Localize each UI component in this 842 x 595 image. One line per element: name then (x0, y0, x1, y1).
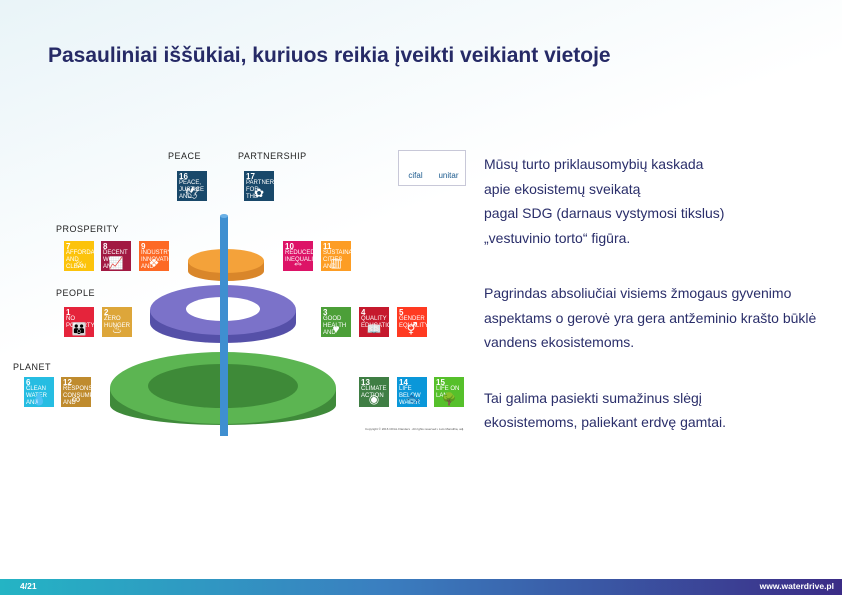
sdg-symbol-icon: 📈 (108, 256, 124, 270)
footer-bar: 4/21 www.waterdrive.pl (0, 579, 842, 595)
sdg-number: 6 (26, 378, 31, 387)
sdg-label: QUALITY EDUCATION (361, 316, 389, 329)
sdg-symbol-icon: 🌳 (441, 392, 457, 406)
sdg-number: 12 (63, 378, 72, 387)
text-line: Pagrindas absoliučiai visiems žmogaus gy… (484, 285, 792, 301)
text-line: pagal SDG (darnaus vystymosi tikslus) (484, 205, 725, 221)
text-line: vandens ekosistemoms. (484, 334, 635, 350)
unitar-logo: unitar (438, 171, 459, 180)
sdg-symbol-icon: ⚥ (406, 322, 418, 336)
text-line: „vestuvinio torto“ figūra. (484, 229, 631, 246)
sdg-label: INDUSTRY, INNOVATION AND INFRASTRUCTURE (141, 250, 169, 270)
sdg-number: 1 (66, 308, 71, 317)
sdg-label: CLIMATE ACTION (361, 386, 387, 399)
sdg-number: 10 (285, 242, 294, 251)
slide-body: Mūsų turto priklausomybių kaskada apie e… (484, 152, 824, 466)
sdg-label: SUSTAINABLE CITIES AND COMMUNITIES (323, 250, 351, 270)
sdg-symbol-icon: ◉ (368, 392, 380, 406)
sdg-symbol-icon: ⇔ (292, 256, 304, 270)
sdg-symbol-icon: 🕊 (184, 186, 200, 200)
sdg-number: 8 (103, 242, 108, 251)
cake-axis (220, 216, 228, 436)
sdg-symbol-icon: 💧 (31, 392, 47, 406)
sdg-number: 5 (399, 308, 404, 317)
sdg-label: PEACE, JUSTICE AND STRONG INSTITUTIONS (179, 180, 205, 200)
sdg-11-icon: 11SUSTAINABLE CITIES AND COMMUNITIES▥ (321, 241, 351, 271)
level-label-partnership: PARTNERSHIP (238, 151, 307, 161)
level-label-peace: PEACE (168, 151, 202, 161)
sdg-label: RESPONSIBLE CONSUMPTION AND PRODUCTION (63, 386, 91, 406)
sdg-7-icon: 7AFFORDABLE AND CLEAN ENERGY☼ (64, 241, 94, 271)
sdg-number: 15 (436, 378, 445, 387)
level-label-planet: PLANET (13, 362, 52, 372)
sdg-number: 13 (361, 378, 370, 387)
sdg-symbol-icon: ▥ (330, 256, 342, 270)
page-number: 4/21 (20, 581, 37, 591)
sdg-number: 3 (323, 308, 328, 317)
sdg-number: 2 (104, 308, 109, 317)
sdg-number: 16 (179, 172, 188, 181)
copyright-text: Copyright © 2016 CIFAL Flanders . All ri… (365, 427, 465, 431)
level-label-prosperity: PROSPERITY (56, 224, 120, 234)
sdg-label: LIFE BELOW WATER (399, 386, 421, 406)
partner-logos: cifal unitar (398, 150, 466, 186)
sdg-symbol-icon: ∞ (71, 392, 81, 406)
sdg-symbol-icon: ♨ (111, 322, 123, 336)
sdg-number: 7 (66, 242, 71, 251)
sdg-label: AFFORDABLE AND CLEAN ENERGY (66, 250, 94, 270)
sdg-number: 4 (361, 308, 366, 317)
sdg-number: 9 (141, 242, 146, 251)
sdg-number: 11 (323, 242, 332, 251)
wedding-cake-graphic (110, 214, 336, 436)
sdg-label: GOOD HEALTH AND WELL-BEING (323, 316, 347, 336)
text-line: Mūsų turto priklausomybių kaskada (484, 156, 704, 172)
sdg-label: NO POVERTY (66, 316, 94, 329)
sdg-label: GENDER EQUALITY (399, 316, 427, 329)
sdg-symbol-icon: ✿ (253, 186, 265, 200)
sdg-symbol-icon: 👪 (71, 322, 87, 336)
sdg-label: REDUCED INEQUALITIES (285, 250, 313, 263)
sdg-symbol-icon: 🐟 (404, 392, 420, 406)
paragraph-2: Pagrindas absoliučiai visiems žmogaus gy… (484, 281, 824, 355)
sdg-17-icon: 17PARTNERSHIPS FOR THE GOALS✿ (244, 171, 274, 201)
text-line: Tai galima pasiekti sumažinus slėgį (484, 389, 702, 406)
sdg-label: DECENT WORK AND ECONOMIC GROWTH (103, 250, 128, 270)
sdg-label: ZERO HUNGER (104, 316, 131, 329)
sdg-symbol-icon: ☼ (73, 256, 85, 270)
sdg-symbol-icon: 📖 (366, 322, 382, 336)
sdg-label: CLEAN WATER AND SANITATION (26, 386, 47, 406)
text-line: ekosistemoms, paliekant erdvę gamtai. (484, 414, 726, 430)
sdg-9-icon: 9INDUSTRY, INNOVATION AND INFRASTRUCTURE… (139, 241, 169, 271)
sdg-12-icon: 12RESPONSIBLE CONSUMPTION AND PRODUCTION… (61, 377, 91, 407)
level-label-people: PEOPLE (56, 288, 96, 298)
text-line: aspektams o gerovė yra gera antžeminio k… (484, 309, 817, 326)
sdg-label: LIFE ON LAND (436, 386, 460, 399)
website-link[interactable]: www.waterdrive.pl (759, 581, 834, 591)
sdg-number: 17 (246, 172, 255, 181)
paragraph-1: Mūsų turto priklausomybių kaskada apie e… (484, 152, 824, 250)
paragraph-3: Tai galima pasiekti sumažinus slėgį ekos… (484, 386, 824, 435)
sdg-wedding-cake-figure: PEACE PARTNERSHIP PROSPERITY PEOPLE PLAN… (0, 140, 470, 440)
cifal-logo: cifal (408, 171, 423, 180)
sdg-number: 14 (399, 378, 408, 387)
slide-title: Pasauliniai iššūkiai, kuriuos reikia įve… (48, 44, 611, 67)
text-line: apie ekosistemų sveikatą (484, 180, 641, 197)
cake-axis-cap (220, 214, 228, 218)
sdg-symbol-icon: ❖ (148, 256, 160, 270)
sdg-label: PARTNERSHIPS FOR THE GOALS (246, 180, 274, 200)
sdg-symbol-icon: ♥ (332, 322, 340, 336)
